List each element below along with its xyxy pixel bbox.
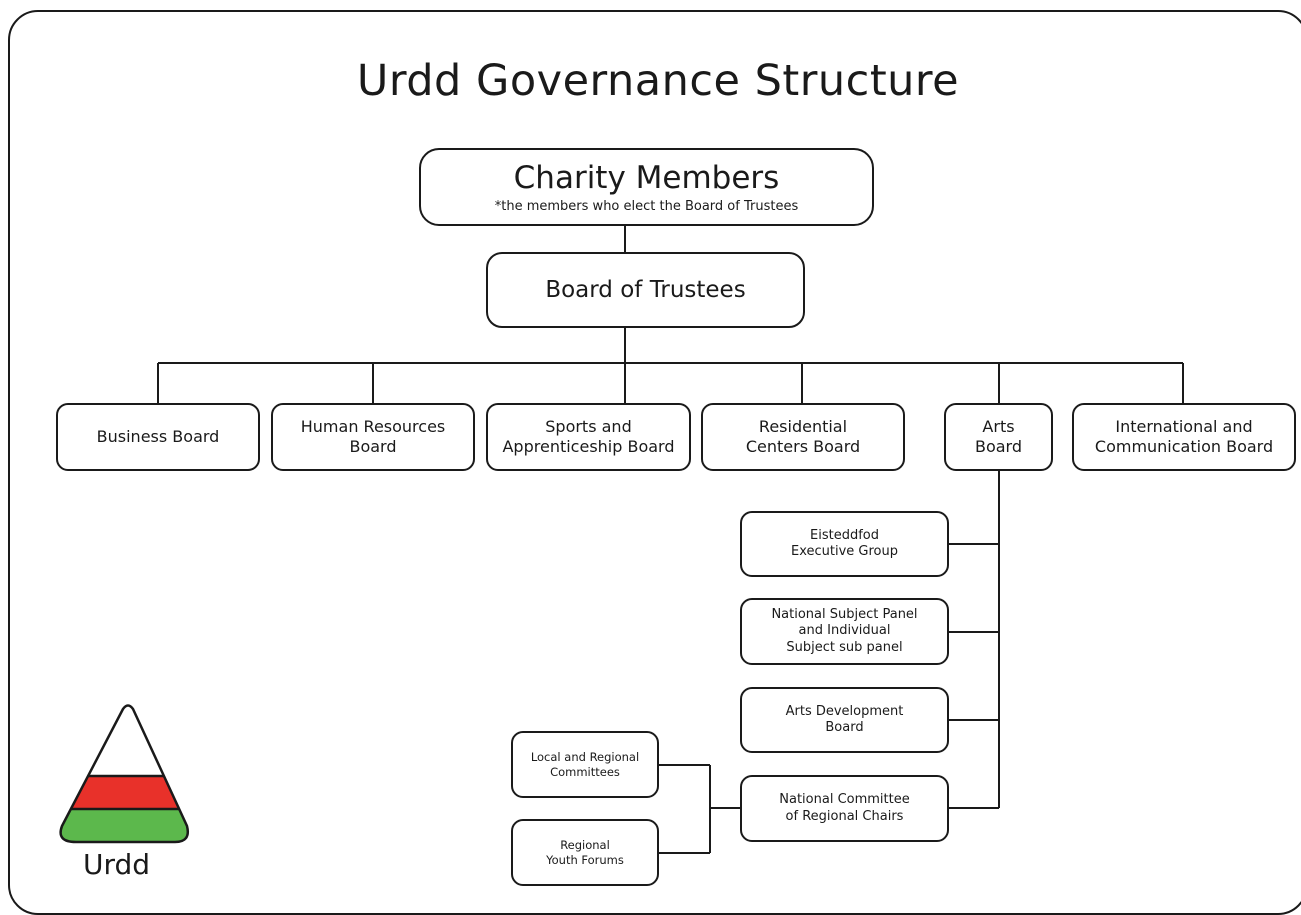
board-of-trustees-box: Board of Trustees — [486, 252, 805, 328]
residential-board-box: Residential Centers Board — [701, 403, 905, 471]
hr-board-label-line2: Board — [349, 437, 397, 456]
charity-members-box: Charity Members *the members who elect t… — [419, 148, 874, 226]
sports-board-label-line2: Apprenticeship Board — [502, 437, 675, 456]
sports-board-label-line1: Sports and — [545, 417, 632, 436]
local-committees-label-line2: Committees — [550, 764, 620, 779]
arts-board-box: Arts Board — [944, 403, 1053, 471]
subject-panel-box: National Subject Panel and Individual Su… — [740, 598, 949, 665]
residential-board-label-line1: Residential — [758, 417, 848, 436]
charity-members-note: *the members who elect the Board of Trus… — [494, 199, 799, 215]
eisteddfod-group-box: Eisteddfod Executive Group — [740, 511, 949, 577]
international-board-box: International and Communication Board — [1072, 403, 1296, 471]
urdd-logo-wordmark: Urdd — [83, 848, 151, 881]
arts-development-box: Arts Development Board — [740, 687, 949, 753]
regional-chairs-label-line1: National Committee — [779, 792, 910, 808]
subject-panel-label-line2: and Individual — [798, 623, 891, 639]
board-of-trustees-label: Board of Trustees — [545, 276, 746, 303]
diagram-title: Urdd Governance Structure — [356, 56, 960, 106]
youth-forums-label-line1: Regional — [560, 838, 610, 853]
logo-white-band — [60, 705, 188, 776]
arts-board-label-line2: Board — [974, 437, 1023, 456]
international-board-label-line1: International and — [1115, 417, 1253, 436]
residential-board-label-line2: Centers Board — [745, 437, 861, 456]
charity-members-label: Charity Members — [513, 159, 780, 196]
subject-panel-label-line1: National Subject Panel — [771, 607, 918, 623]
youth-forums-box: Regional Youth Forums — [511, 819, 659, 886]
local-committees-box: Local and Regional Committees — [511, 731, 659, 798]
eisteddfod-label-line2: Executive Group — [790, 544, 898, 559]
business-board-label: Business Board — [96, 427, 220, 446]
arts-development-label-line2: Board — [825, 720, 864, 735]
arts-development-label-line1: Arts Development — [785, 703, 904, 719]
local-committees-label-line1: Local and Regional — [530, 750, 640, 765]
hr-board-label-line1: Human Resources — [300, 417, 446, 436]
arts-board-label-line1: Arts — [982, 417, 1015, 436]
subject-panel-label-line3: Subject sub panel — [786, 639, 903, 655]
sports-board-box: Sports and Apprenticeship Board — [486, 403, 691, 471]
regional-chairs-box: National Committee of Regional Chairs — [740, 775, 949, 842]
business-board-box: Business Board — [56, 403, 260, 471]
hr-board-box: Human Resources Board — [271, 403, 475, 471]
eisteddfod-label-line1: Eisteddfod — [810, 527, 879, 543]
international-board-label-line2: Communication Board — [1094, 437, 1274, 456]
youth-forums-label-line2: Youth Forums — [546, 852, 624, 867]
regional-chairs-label-line2: of Regional Chairs — [785, 808, 904, 824]
logo-green-band — [60, 809, 188, 842]
